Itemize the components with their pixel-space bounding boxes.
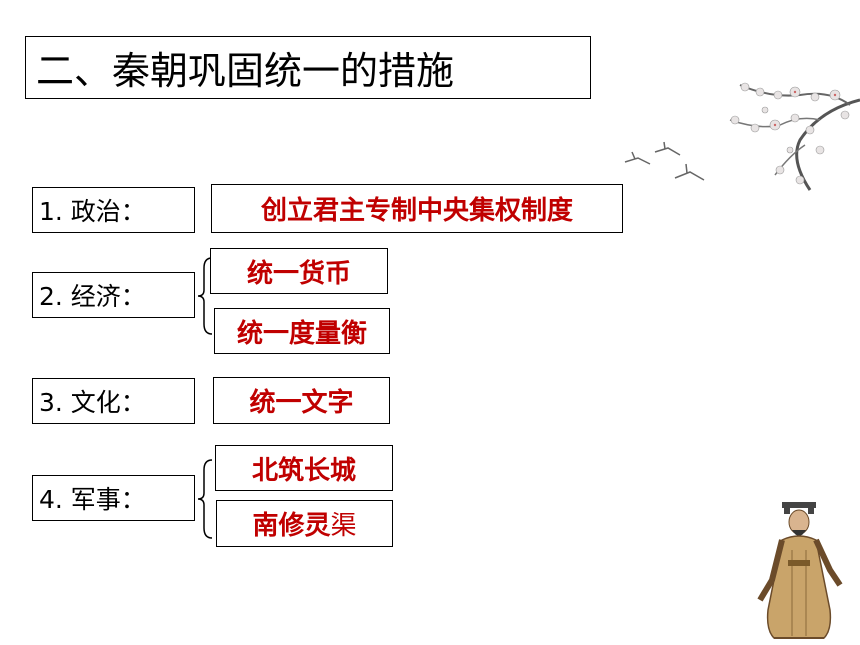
answer-economy-currency: 统一货币 <box>210 248 388 294</box>
answer-culture: 统一文字 <box>213 377 390 424</box>
answer-economy-measures: 统一度量衡 <box>214 308 390 354</box>
qin-emperor-figure-icon <box>757 502 843 639</box>
answer-politics: 创立君主专制中央集权制度 <box>211 184 623 233</box>
flying-cranes-icon <box>624 141 705 181</box>
answer-military-wall: 北筑长城 <box>215 445 393 491</box>
section-label-economy: 2. 经济： <box>32 272 195 318</box>
section-label-military: 4. 军事： <box>32 475 195 521</box>
page-title: 二、秦朝巩固统一的措施 <box>25 36 591 99</box>
brace-military <box>197 459 213 539</box>
brace-economy <box>197 257 213 335</box>
plum-blossom-branch-icon <box>729 82 860 191</box>
section-label-politics: 1. 政治： <box>32 187 195 233</box>
answer-military-canal: 南修灵渠 <box>216 500 393 547</box>
section-label-culture: 3. 文化： <box>32 378 195 424</box>
answer-military-canal-text: 南修灵渠 <box>252 511 357 541</box>
